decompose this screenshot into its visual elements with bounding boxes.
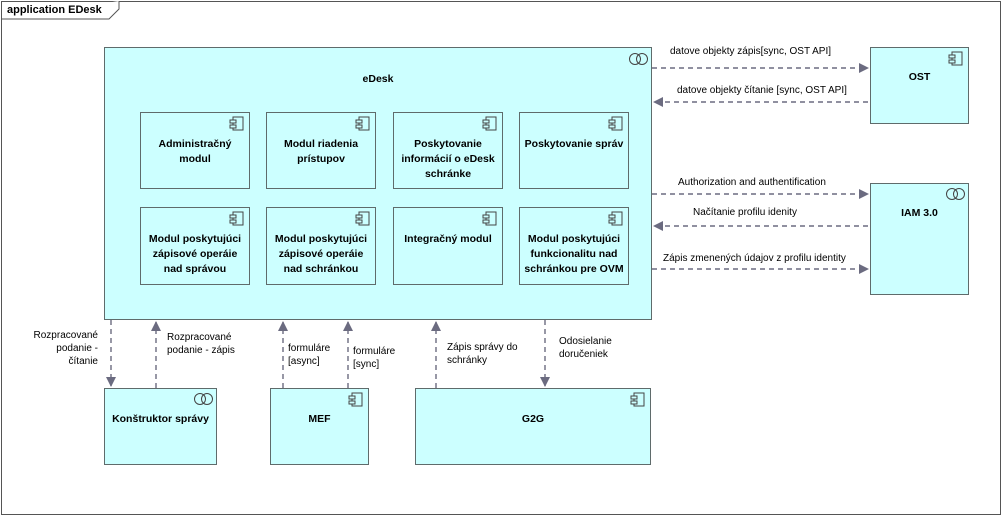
component-icon (608, 116, 623, 131)
service-icon (629, 53, 648, 65)
edge-label-mef-sync: formuláre [sync] (353, 346, 396, 370)
module-administracny[interactable]: Administračný modul (140, 112, 250, 189)
konstruktor-label: Konštruktor správy (112, 413, 209, 425)
edge-label-konst-read: Rozpracované podanie - čítanie (33, 330, 98, 367)
component-icon (355, 211, 370, 226)
ost-component[interactable]: OST (870, 47, 969, 124)
component-icon (229, 116, 244, 131)
module-funkcionalita-ovm[interactable]: Modul poskytujúci funkcionalitu nad schr… (519, 207, 629, 285)
edge-label-ost-read: datove objekty čítanie [sync, OST API] (677, 85, 847, 96)
module-label: Modul poskytujúci zápisové operáie nad s… (148, 233, 242, 275)
component-icon (348, 392, 363, 407)
g2g-component[interactable]: G2G (415, 388, 651, 465)
module-poskytovanie-sprav[interactable]: Poskytovanie správ (519, 112, 629, 189)
edge-label-g2g-write: Zápis správy do schránky (447, 342, 518, 366)
mef-label: MEF (308, 413, 331, 425)
module-riadenia-pristupov[interactable]: Modul riadenia prístupov (266, 112, 376, 189)
service-icon (194, 393, 213, 405)
module-zapisove-operacie-sprava[interactable]: Modul poskytujúci zápisové operáie nad s… (140, 207, 250, 285)
iam-label: IAM 3.0 (901, 207, 938, 219)
edge-label-iam-profile: Načítanie profilu idenity (693, 207, 797, 218)
module-label: Poskytovanie správ (524, 138, 624, 150)
module-label: Administračný modul (158, 138, 232, 165)
component-icon (229, 211, 244, 226)
service-icon (946, 188, 965, 200)
module-label: Modul riadenia prístupov (283, 138, 359, 165)
module-label: Modul poskytujúci zápisové operáie nad s… (274, 233, 368, 275)
component-icon (630, 392, 645, 407)
module-label: Integračný modul (404, 233, 492, 245)
edesk-title: eDesk (362, 73, 394, 85)
module-poskytovanie-informacii[interactable]: Poskytovanie informácií o eDesk schránke (393, 112, 503, 189)
frame-title: application EDesk (7, 4, 102, 16)
module-zapisove-operacie-schranka[interactable]: Modul poskytujúci zápisové operáie nad s… (266, 207, 376, 285)
konstruktor-component[interactable]: Konštruktor správy (104, 388, 217, 465)
iam-component[interactable]: IAM 3.0 (870, 183, 969, 295)
edge-label-iam-update: Zápis zmenených údajov z profilu identit… (663, 253, 846, 264)
edge-label-iam-auth: Authorization and authentification (678, 177, 826, 188)
edge-label-ost-write: datove objekty zápis[sync, OST API] (670, 46, 832, 57)
component-icon (482, 116, 497, 131)
edge-label-konst-write: Rozpracované podanie - zápis (167, 332, 235, 356)
mef-component[interactable]: MEF (270, 388, 369, 465)
edge-label-g2g-send: Odosielanie doručeniek (559, 336, 612, 360)
module-label: Modul poskytujúci funkcionalitu nad schr… (524, 233, 624, 275)
component-icon (355, 116, 370, 131)
module-integracny[interactable]: Integračný modul (393, 207, 503, 285)
frame-tab-outline (1, 1, 120, 20)
component-icon (948, 51, 963, 66)
g2g-label: G2G (521, 413, 545, 425)
edge-label-mef-async: formuláre [async] (288, 343, 331, 367)
component-icon (608, 211, 623, 226)
module-label: Poskytovanie informácií o eDesk schránke (401, 138, 495, 180)
component-icon (482, 211, 497, 226)
ost-label: OST (908, 71, 931, 83)
